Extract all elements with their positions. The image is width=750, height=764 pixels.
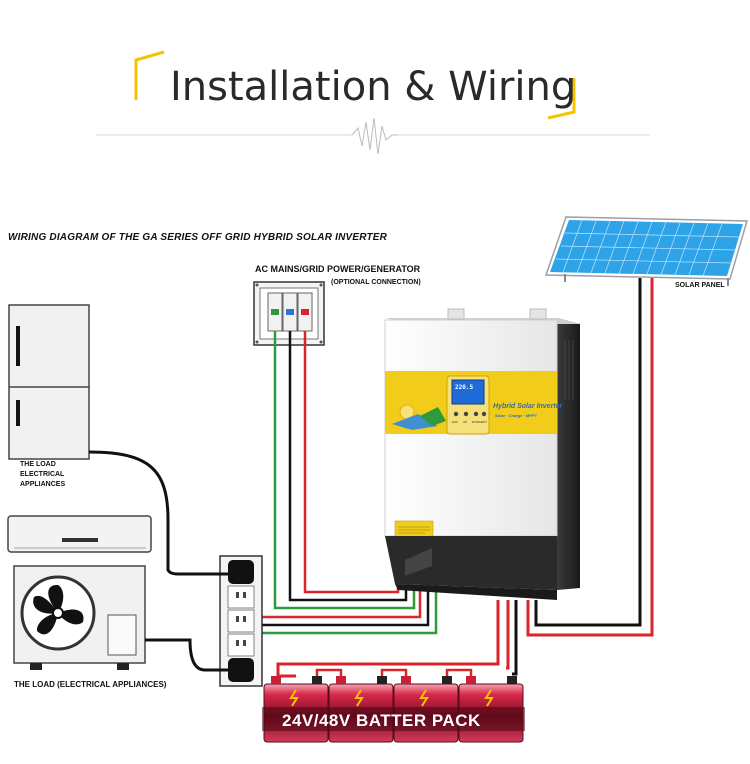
inverter-modes: Solar · Charge · MPPT — [495, 413, 538, 418]
key-label-down: DOWN — [472, 420, 482, 424]
page-title: Installation & Wiring — [170, 64, 577, 110]
battery-pack-label: 24V/48V BATTER PACK — [282, 711, 481, 730]
solar-wires — [526, 278, 654, 637]
inverter — [384, 308, 580, 600]
ac-mains-note: (OPTIONAL CONNECTION) — [331, 279, 421, 286]
appliance-cords — [88, 450, 228, 672]
fridge-load-label: THE LOAD ELECTRICAL APPLIANCES — [20, 461, 66, 488]
inverter-brand: Hybrid Solar Inverter — [493, 403, 563, 410]
solar-panel-label: SOLAR PANEL — [675, 282, 725, 289]
key-label-enter: ENT — [481, 420, 487, 424]
diagram-title: WIRING DIAGRAM OF THE GA SERIES OFF GRID… — [8, 232, 388, 243]
battery-pack — [262, 668, 525, 743]
refrigerator — [8, 304, 90, 460]
ac-mains-label: AC MAINS/GRID POWER/GENERATOR — [255, 264, 421, 274]
power-strip — [219, 555, 263, 687]
solar-house-logo — [392, 404, 446, 430]
control-keys — [453, 411, 487, 417]
ac-load-label: THE LOAD (ELECTRICAL APPLIANCES) — [14, 680, 167, 689]
inverter-lcd-readout: 220.5 — [455, 384, 474, 391]
key-label-esc: ESC — [452, 420, 459, 424]
header-decoration — [96, 50, 650, 155]
air-conditioner-indoor — [7, 515, 152, 553]
air-conditioner-outdoor — [13, 565, 146, 670]
ac-output-wires — [262, 585, 438, 635]
battery-wires — [276, 600, 518, 678]
key-label-up: UP — [463, 420, 468, 424]
solar-panel — [544, 216, 748, 286]
